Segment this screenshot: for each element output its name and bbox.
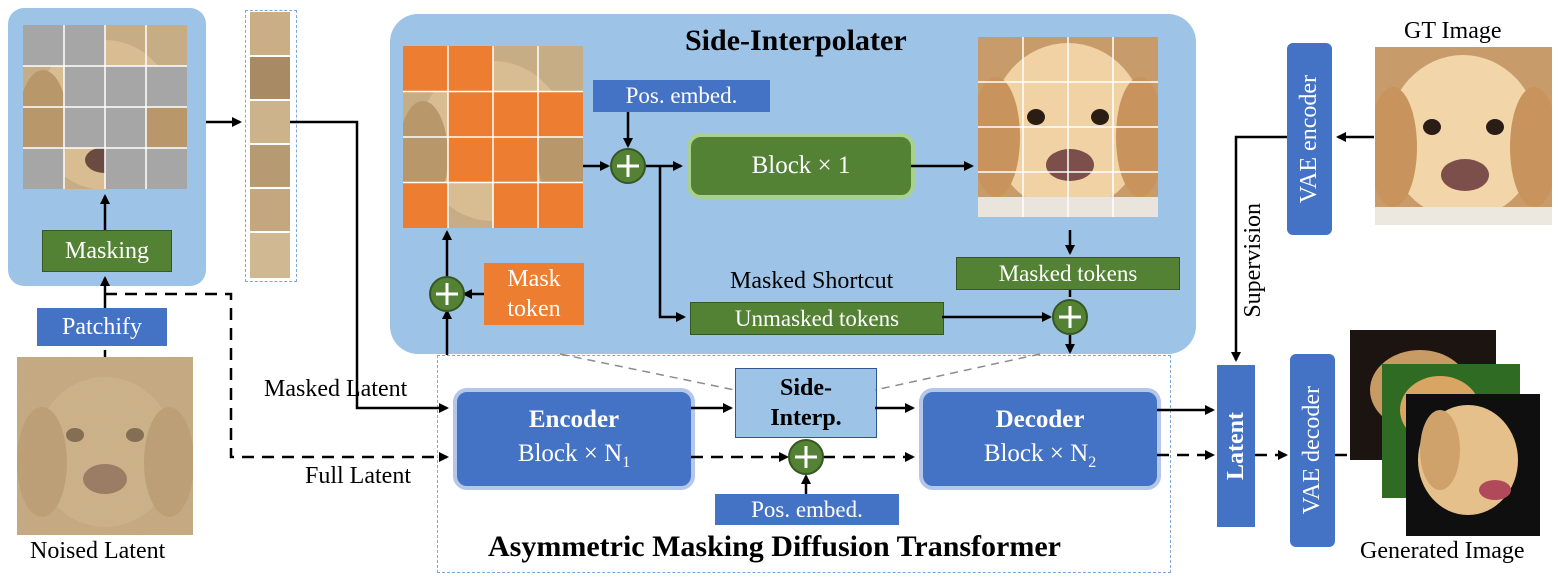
plus-circle-posembed — [788, 439, 824, 475]
masked-shortcut-label: Masked Shortcut — [730, 268, 894, 294]
vae-encoder-box: VAE encoder — [1287, 43, 1332, 235]
generated-image-label: Generated Image — [1360, 538, 1525, 564]
decoder-title: Decoder — [995, 406, 1085, 433]
decoder-block-sub: 2 — [1088, 454, 1097, 471]
block-x1-box: Block × 1 — [687, 133, 915, 199]
mask-token-line2: token — [507, 296, 561, 322]
unmasked-tokens-box: Unmasked tokens — [690, 302, 944, 335]
gt-image-label: GT Image — [1404, 18, 1502, 44]
noised-latent-label: Noised Latent — [30, 538, 166, 564]
encoder-block-sub: 1 — [622, 454, 631, 471]
transformer-title: Asymmetric Masking Diffusion Transformer — [488, 530, 1061, 563]
patch-sequence-frame — [245, 10, 297, 282]
transformer-frame — [437, 355, 1171, 573]
generated-image-stack — [1350, 330, 1540, 540]
side-interp-line1: Side- — [779, 375, 832, 401]
reconstructed-image — [978, 37, 1158, 217]
pos-embed-top-box: Pos. embed. — [593, 80, 770, 112]
encoder-title: Encoder — [528, 406, 620, 433]
side-interp-box: Side- Interp. — [735, 368, 877, 438]
path-supervision — [1231, 135, 1287, 362]
patchify-box: Patchify — [37, 308, 167, 346]
mask-token-line1: Mask — [507, 266, 561, 292]
plus-circle-top — [610, 148, 646, 184]
encoder-block-text: Block × N — [517, 440, 623, 467]
plus-circles — [429, 148, 1088, 475]
full-latent-label: Full Latent — [305, 463, 411, 489]
side-interpolater-title: Side-Interpolater — [685, 24, 907, 57]
pos-embed-bottom-box: Pos. embed. — [715, 494, 899, 525]
decoder-block: Decoder Block × N2 — [919, 388, 1161, 490]
path-masked-latent — [290, 120, 449, 413]
masked-tokens-box: Masked tokens — [956, 257, 1180, 290]
zoom-line-left — [559, 353, 736, 391]
mask-token-box: Mask token — [484, 263, 584, 325]
noised-latent-image — [17, 357, 193, 535]
masked-grid-image — [23, 25, 187, 189]
decoder-block-count: Block × N2 — [984, 440, 1096, 472]
zoom-line-right — [874, 353, 1041, 391]
plus-circle-mask — [429, 276, 465, 312]
masking-box: Masking — [42, 230, 172, 272]
encoder-block-count: Block × N1 — [518, 440, 630, 472]
path-masked-shortcut — [658, 166, 686, 322]
latent-box: Latent — [1217, 365, 1255, 527]
gt-image — [1375, 47, 1552, 225]
decoder-block-text: Block × N — [983, 440, 1089, 467]
masked-latent-label: Masked Latent — [264, 376, 408, 402]
path-full-latent — [105, 292, 449, 462]
encoder-block: Encoder Block × N1 — [453, 388, 695, 490]
patch-sequence-strip — [250, 12, 290, 278]
plus-circle-shortcut — [1052, 299, 1088, 335]
mask-token-grid-image — [403, 46, 583, 228]
side-interp-line2: Interp. — [770, 405, 842, 431]
vae-decoder-box: VAE decoder — [1290, 354, 1335, 547]
